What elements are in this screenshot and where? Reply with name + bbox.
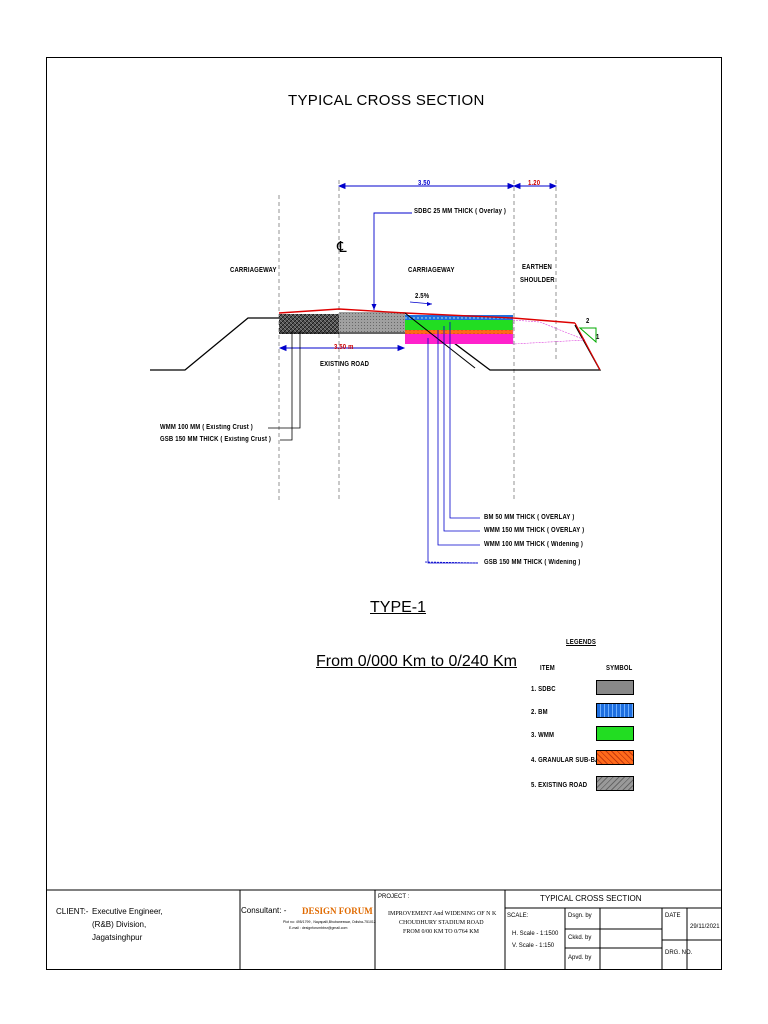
consultant-address: Plot no: 495/1799 , Nayapalli,Bhubaneswa… xyxy=(283,920,376,924)
legend-item-gsb: 4. GRANULAR SUB-BASE xyxy=(531,757,608,764)
slope-h-label: 1 xyxy=(596,334,600,341)
project-line-3: FROM 0/00 KM TO 0/764 KM xyxy=(403,929,479,935)
consultant-logo-text: DESIGN FORUM xyxy=(302,906,373,916)
drawing-number-label: DRG. NO. xyxy=(665,950,693,956)
drawing-sheet xyxy=(46,57,722,970)
wmm-overlay-label: WMM 150 MM THICK ( OVERLAY ) xyxy=(484,527,585,534)
centerline-symbol: ℄ xyxy=(337,239,347,256)
legend-swatch-wmm xyxy=(596,726,634,741)
dimension-shoulder: 1.20 xyxy=(528,180,541,187)
client-line-3: Jagatsinghpur xyxy=(92,933,143,942)
legend-swatch-bm xyxy=(596,703,634,718)
sheet-title: TYPICAL CROSS SECTION xyxy=(540,894,642,903)
consultant-label: Consultant: - xyxy=(241,906,287,915)
camber-label: 2.5% xyxy=(415,293,430,300)
slope-triangle xyxy=(578,327,597,344)
wmm-widening-label: WMM 100 MM THICK ( Widening ) xyxy=(484,541,584,548)
client-label: CLIENT:- xyxy=(56,907,89,916)
dimension-main: 3.50 xyxy=(418,180,431,187)
legend-swatch-gsb xyxy=(596,750,634,765)
existing-width-label: 3.50 m xyxy=(334,344,354,351)
v-scale: V. Scale - 1:150 xyxy=(512,943,555,949)
carriageway-right-label: CARRIAGEWAY xyxy=(408,267,455,274)
gsb-widening-layer xyxy=(405,334,513,344)
date-value: 29/11/2021 xyxy=(690,924,720,930)
existing-crust-hatch xyxy=(279,314,339,334)
gsb-widening-label: GSB 150 MM THICK ( Widening ) xyxy=(484,559,581,566)
carriageway-left-label: CARRIAGEWAY xyxy=(230,267,277,274)
project-line-2: CHOUDHURY STADIUM ROAD xyxy=(399,920,484,926)
sdbc-label: SDBC 25 MM THICK ( Overlay ) xyxy=(414,208,507,215)
chainage-label: From 0/000 Km to 0/240 Km xyxy=(316,653,517,670)
wmm-existing-label: WMM 100 MM ( Existing Crust ) xyxy=(160,424,253,431)
existing-road-block xyxy=(339,312,405,334)
legend-item-sdbc: 1. SDBC xyxy=(531,686,556,693)
scale-label: SCALE: xyxy=(507,913,529,919)
checked-by: Ckkd. by xyxy=(568,935,592,941)
earthen-label-2: SHOULDER xyxy=(520,277,555,284)
drawing-title: TYPICAL CROSS SECTION xyxy=(288,92,485,109)
legend-symbol-header: SYMBOL xyxy=(606,665,633,672)
designed-by: Dsgn. by xyxy=(568,913,592,919)
project-line-1: IMPROVEMENT And WIDENING OF N K xyxy=(388,911,497,917)
earthen-label-1: EARTHEN xyxy=(522,264,552,271)
legend-heading: LEGENDS xyxy=(566,639,596,646)
gsb-strip xyxy=(405,330,513,334)
type-label: TYPE-1 xyxy=(370,599,427,616)
client-line-1: Executive Engineer, xyxy=(92,907,163,916)
legend-item-wmm: 3. WMM xyxy=(531,732,555,739)
consultant-email: E-mail : designforumbbsr@gmail.com xyxy=(289,926,348,930)
existing-road-label: EXISTING ROAD xyxy=(320,361,370,368)
legend-swatch-sdbc xyxy=(596,680,634,695)
project-label: PROJECT : xyxy=(378,894,410,900)
right-leaders xyxy=(424,322,480,564)
h-scale: H. Scale - 1:1500 xyxy=(512,931,559,937)
legend-item-existing: 5. EXISTING ROAD xyxy=(531,782,588,789)
bm-overlay-label: BM 50 MM THICK ( OVERLAY ) xyxy=(484,514,575,521)
left-leaders xyxy=(268,331,301,441)
reference-lines xyxy=(278,180,557,500)
wmm-layer xyxy=(405,320,513,330)
top-dimension xyxy=(337,182,558,190)
bm-layer xyxy=(405,315,513,320)
existing-width-dimension xyxy=(278,344,406,352)
legend-swatch-existing xyxy=(596,776,634,791)
title-block-grid xyxy=(46,889,722,969)
legend-item-header: ITEM xyxy=(540,665,555,672)
approved-by: Apvd. by xyxy=(568,955,592,961)
gsb-existing-label: GSB 150 MM THICK ( Existing Crust ) xyxy=(160,436,272,443)
slope-v-label: 2 xyxy=(586,318,590,325)
client-line-2: (R&B) Division, xyxy=(92,920,147,929)
date-label: DATE xyxy=(665,913,681,919)
legend-item-bm: 2. BM xyxy=(531,709,548,716)
